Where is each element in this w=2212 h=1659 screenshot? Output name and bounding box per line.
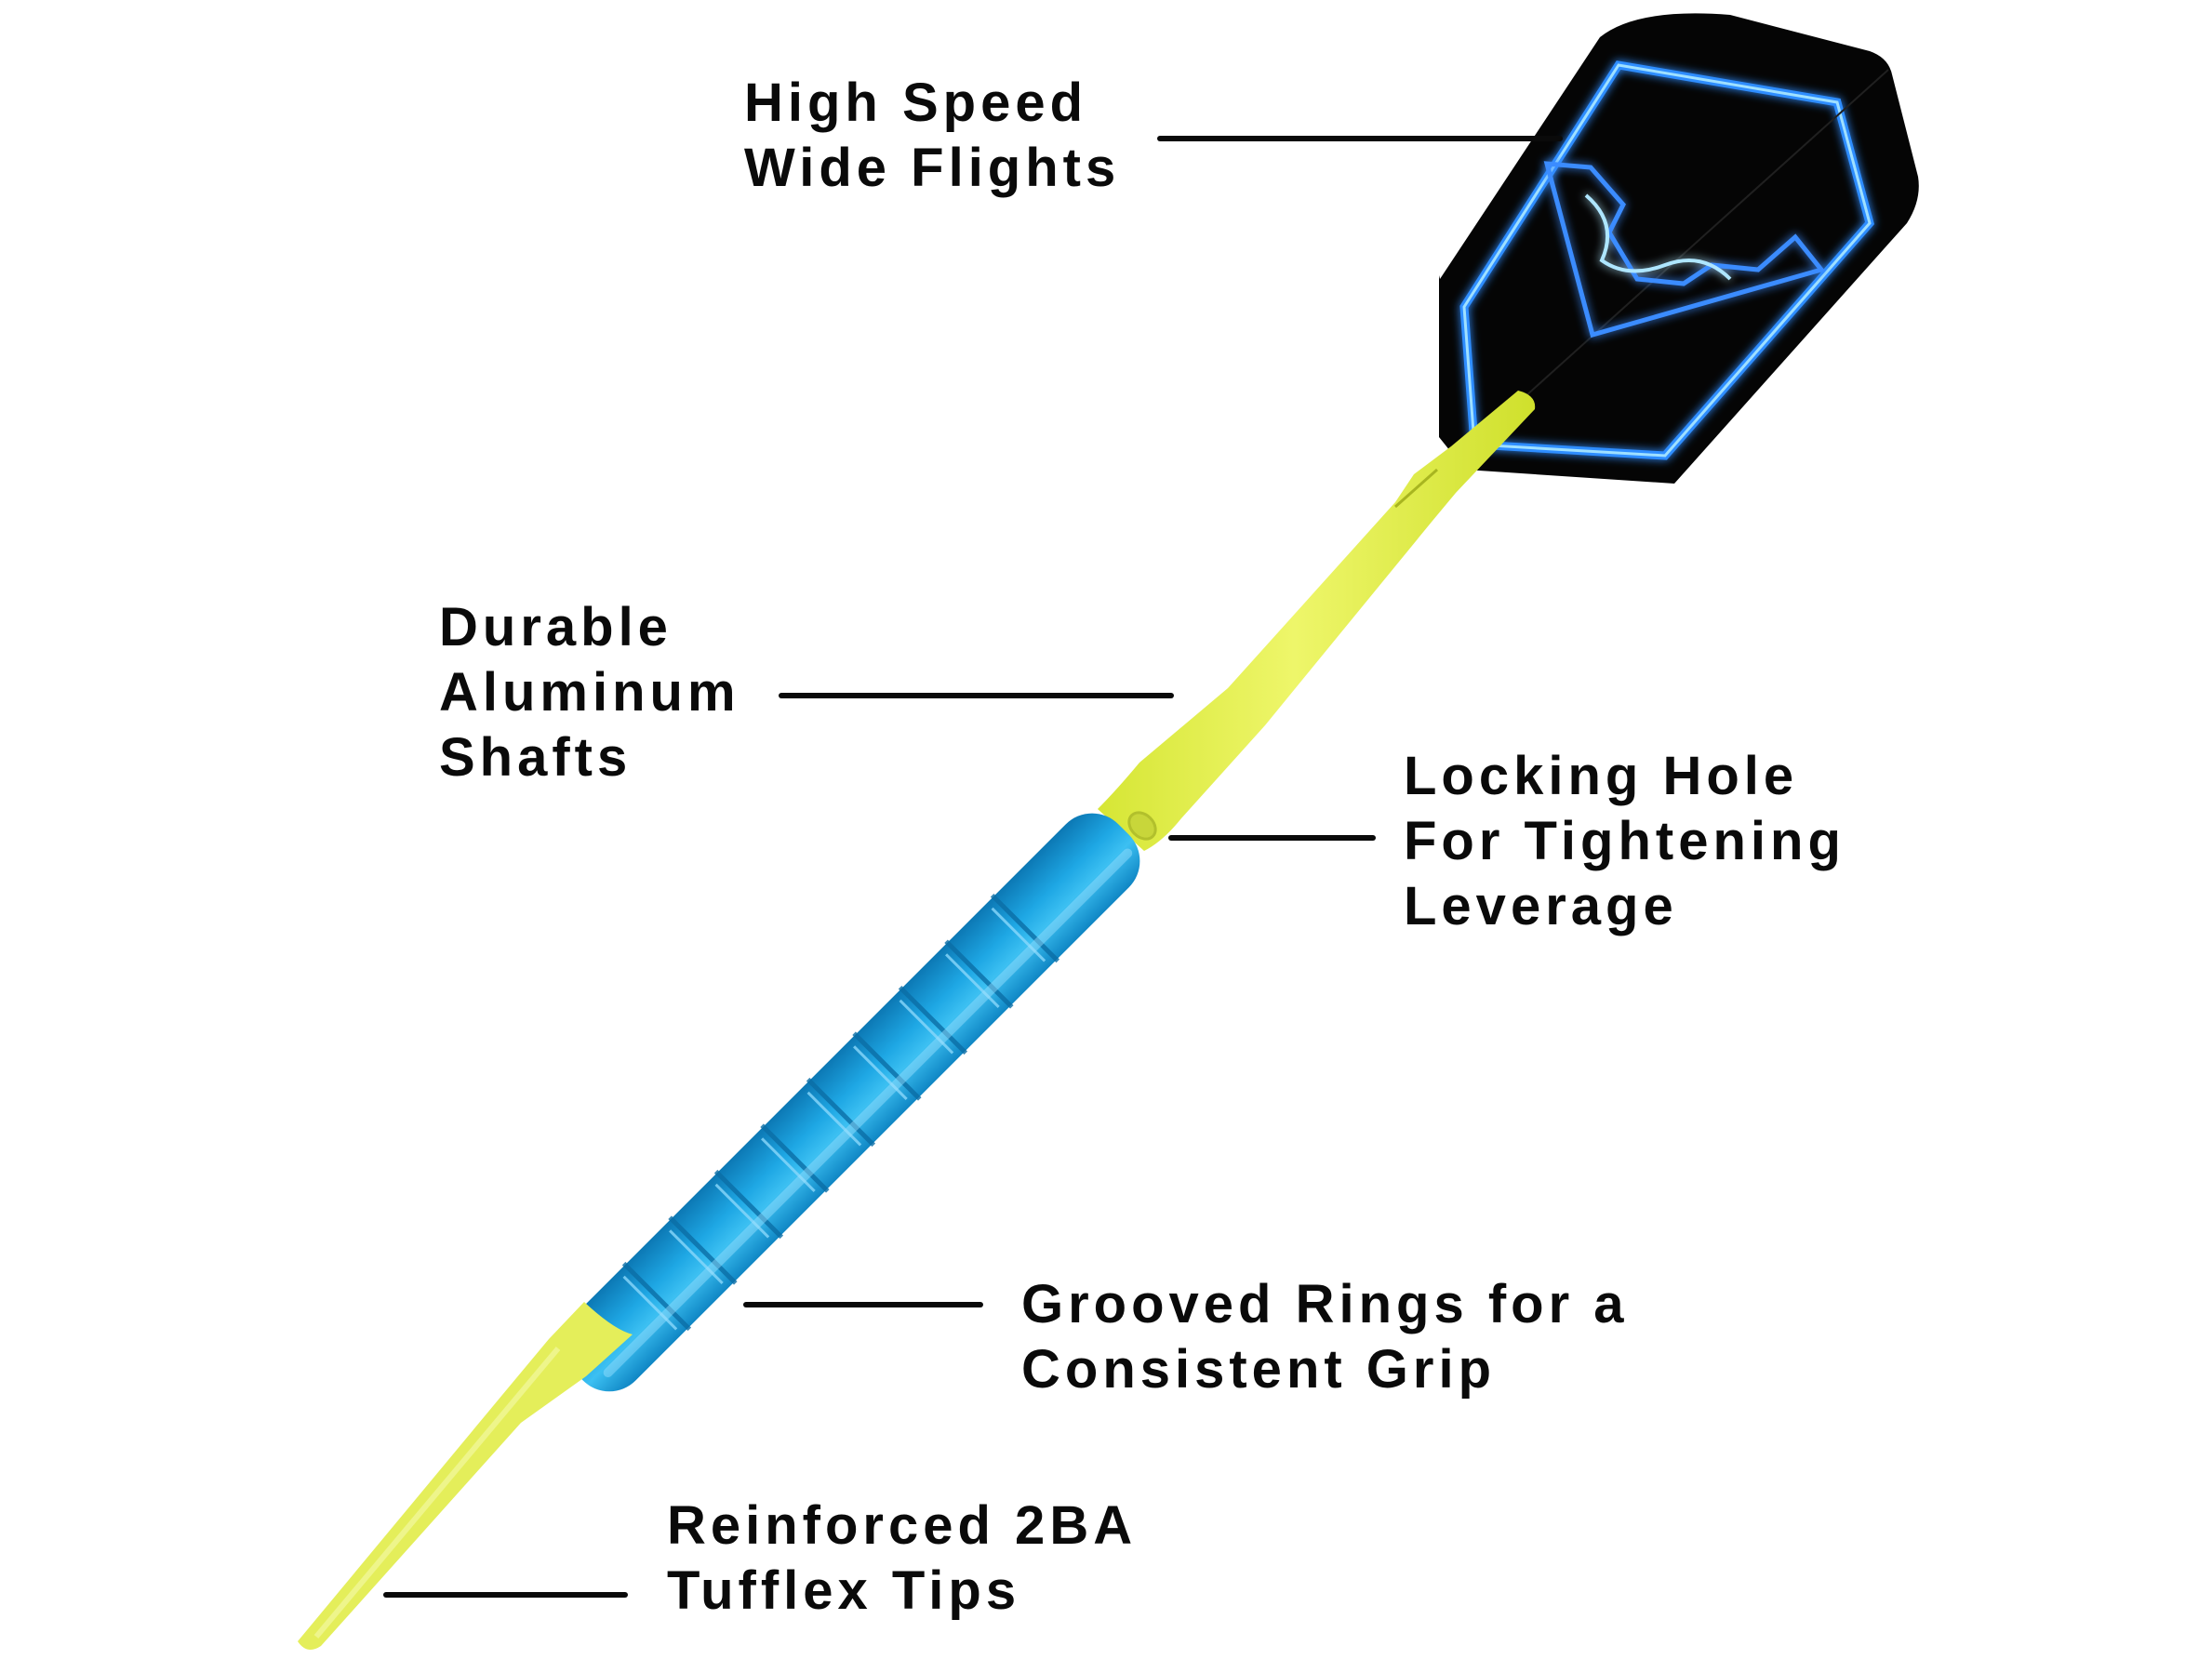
callout-shafts-line-3: Shafts xyxy=(439,727,633,788)
callout-locking-hole-line-1: Locking Hole xyxy=(1404,746,1799,806)
callout-flights-line-2: Wide Flights xyxy=(744,138,1121,198)
callout-shafts: Durable Aluminum Shafts xyxy=(439,595,740,790)
callout-shafts-line-1: Durable xyxy=(439,597,673,657)
callout-tips: Reinforced 2BA Tufflex Tips xyxy=(667,1493,1137,1624)
callout-grooved-rings: Grooved Rings for a Consistent Grip xyxy=(1021,1272,1629,1402)
callout-flights-line-1: High Speed xyxy=(744,73,1088,133)
callout-flights: High Speed Wide Flights xyxy=(744,71,1120,201)
callout-locking-hole-line-3: Leverage xyxy=(1404,876,1678,936)
callout-locking-hole-line-2: For Tightening xyxy=(1404,811,1846,871)
callout-tips-line-1: Reinforced 2BA xyxy=(667,1495,1138,1556)
callout-tips-line-2: Tufflex Tips xyxy=(667,1560,1021,1621)
leader-line-locking-hole xyxy=(1168,835,1376,841)
leader-line-grooved-rings xyxy=(743,1302,983,1307)
v-logo-icon xyxy=(1543,161,1826,338)
callout-grooved-rings-line-1: Grooved Rings for a xyxy=(1021,1274,1629,1334)
dart-barrel xyxy=(561,813,1140,1392)
callout-grooved-rings-line-2: Consistent Grip xyxy=(1021,1339,1497,1400)
callout-shafts-line-2: Aluminum xyxy=(439,662,740,723)
dart-tip xyxy=(298,1302,633,1650)
callout-locking-hole: Locking Hole For Tightening Leverage xyxy=(1404,744,1846,939)
leader-line-tips xyxy=(383,1592,628,1598)
leader-line-shafts xyxy=(779,693,1174,698)
dart-shaft xyxy=(1098,391,1536,851)
leader-line-flights xyxy=(1157,136,1563,141)
